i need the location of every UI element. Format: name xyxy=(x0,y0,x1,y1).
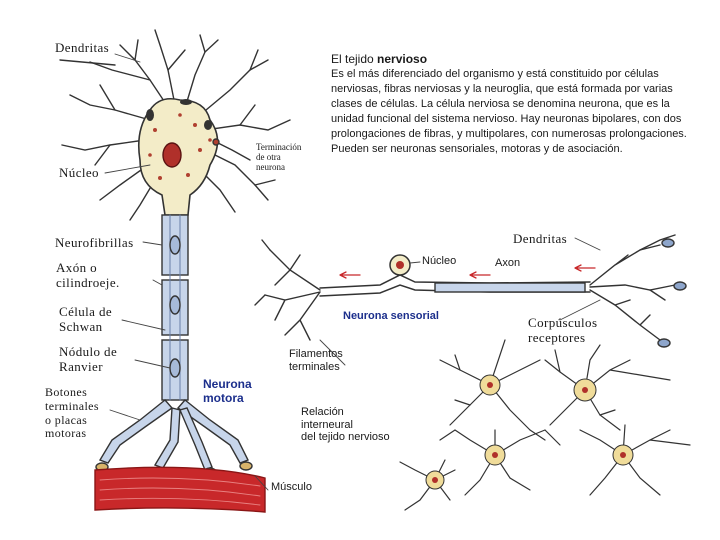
label-filamentos-terminales: Filamentos terminales xyxy=(289,348,343,373)
motor-neuron-nucleus xyxy=(162,142,182,168)
label-terminacion-otra-neurona: Terminación de otra neurona xyxy=(256,142,302,172)
description-title: El tejido nervioso xyxy=(331,52,691,67)
label-nucleo: Núcleo xyxy=(59,165,99,180)
label-botones-terminales: Botones terminales o placas motoras xyxy=(45,385,99,441)
motor-neuron-dendrites xyxy=(59,29,291,221)
label-dendritas: Dendritas xyxy=(55,40,110,55)
label-celula-schwan: Célula de Schwan xyxy=(59,304,113,334)
description-title-prefix: El tejido xyxy=(331,52,378,66)
label-musculo: Músculo xyxy=(271,481,312,493)
motor-axon xyxy=(161,214,189,401)
label-axon-cilindroeje: Axón o cilindroeje. xyxy=(56,260,120,290)
label-neurofibrillas: Neurofibrillas xyxy=(55,235,134,250)
description-body: Es el más diferenciado del organismo y e… xyxy=(331,68,687,155)
label-nucleo-sensorial: Núcleo xyxy=(422,255,457,267)
label-neurona-sensorial: Neurona sensorial xyxy=(343,310,439,322)
label-corpusculos-receptores: Corpúsculos receptores xyxy=(528,315,598,345)
label-relacion-interneural: Relación interneural del tejido nervioso xyxy=(301,406,390,444)
label-nodulo-ranvier: Nódulo de Ranvier xyxy=(59,344,118,374)
description-block: El tejido nervioso Es el más diferenciad… xyxy=(331,52,691,157)
sensory-neuron xyxy=(254,234,687,348)
motor-terminal-branches xyxy=(98,399,249,471)
label-neurona-motora: Neurona motora xyxy=(203,377,252,405)
label-axon-sensorial: Axon xyxy=(495,257,521,269)
label-dendritas-sensorial: Dendritas xyxy=(513,231,568,246)
description-title-bold: nervioso xyxy=(377,52,428,66)
muscle-tissue xyxy=(94,466,266,513)
interneural-cluster xyxy=(399,339,691,511)
